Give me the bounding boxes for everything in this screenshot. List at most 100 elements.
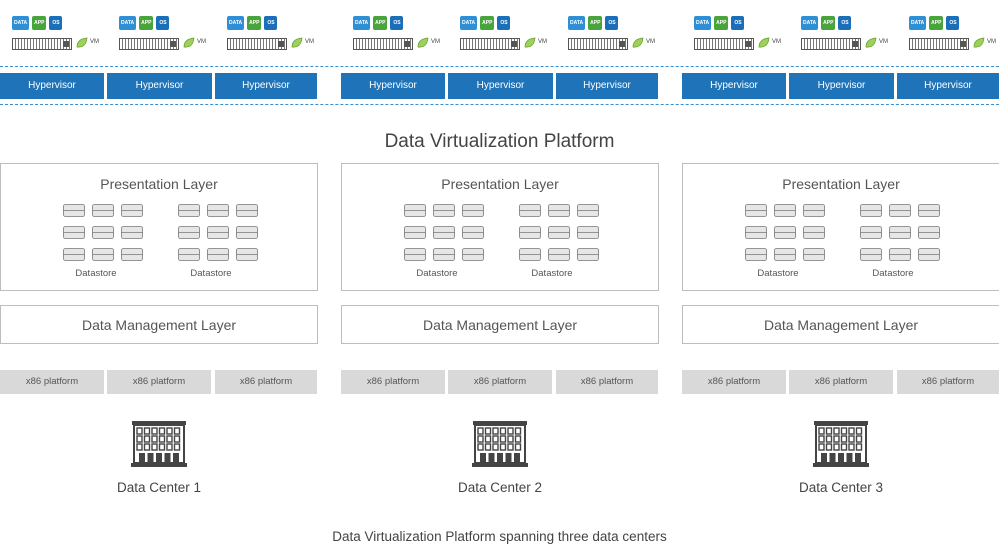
disk-icon [207, 226, 229, 239]
disk-icon [860, 204, 882, 217]
os-badge: OS [156, 16, 170, 30]
x86-platform-box: x86 platform [0, 370, 104, 394]
disk-icon [178, 204, 200, 217]
hypervisor-box: Hypervisor [897, 73, 999, 99]
data-management-layer-box: Data Management Layer [0, 305, 318, 344]
disk-icon [918, 248, 940, 261]
disk-icon [803, 204, 825, 217]
disk-icon [92, 204, 114, 217]
disk-icon [918, 204, 940, 217]
datastore-label: Datastore [872, 268, 914, 279]
disk-icon [889, 226, 911, 239]
data-management-label: Data Management Layer [81, 317, 237, 333]
datastore-label: Datastore [190, 268, 232, 279]
hypervisor-box: Hypervisor [448, 73, 553, 99]
disk-icon [745, 204, 767, 217]
hypervisor-box: Hypervisor [215, 73, 317, 99]
app-badge: APP [373, 16, 388, 30]
disk-icon [404, 204, 426, 217]
disk-icon [236, 226, 258, 239]
vm-leaf-icon [417, 37, 429, 48]
disk-icon [548, 226, 570, 239]
disk-icon [433, 204, 455, 217]
disk-icon [236, 248, 258, 261]
disk-icon [178, 248, 200, 261]
vm-label: VM [305, 39, 314, 45]
app-badge: APP [247, 16, 262, 30]
disk-icon [519, 248, 541, 261]
data-center-building-icon [131, 421, 187, 467]
data-badge: DATA [353, 16, 371, 30]
data-badge: DATA [801, 16, 819, 30]
data-badge: DATA [909, 16, 927, 30]
os-badge: OS [605, 16, 619, 30]
presentation-layer-label: Presentation Layer [441, 176, 559, 192]
data-management-layer-box: Data Management Layer [682, 305, 999, 344]
x86-platform-box: x86 platform [789, 370, 893, 394]
disk-icon [462, 226, 484, 239]
data-badge: DATA [460, 16, 478, 30]
disk-icon [433, 226, 455, 239]
platform-title: Data Virtualization Platform [384, 131, 615, 152]
hypervisor-box: Hypervisor [341, 73, 445, 99]
server-icon [460, 38, 520, 50]
server-icon [12, 38, 72, 50]
dashed-line-bottom [0, 104, 999, 105]
disk-icon [803, 248, 825, 261]
x86-platform-box: x86 platform [897, 370, 999, 394]
disk-icon [548, 204, 570, 217]
data-badge: DATA [568, 16, 586, 30]
disk-icon [918, 226, 940, 239]
x86-platform-box: x86 platform [341, 370, 445, 394]
x86-platform-box: x86 platform [107, 370, 211, 394]
os-badge: OS [731, 16, 745, 30]
disk-icon [462, 248, 484, 261]
server-icon [227, 38, 287, 50]
data-badge: DATA [694, 16, 712, 30]
os-badge: OS [946, 16, 960, 30]
server-icon [119, 38, 179, 50]
vm-leaf-icon [291, 37, 303, 48]
disk-icon [207, 248, 229, 261]
os-badge: OS [390, 16, 404, 30]
disk-icon [92, 226, 114, 239]
datastore-label: Datastore [75, 268, 117, 279]
disk-icon [236, 204, 258, 217]
vm-label: VM [879, 39, 888, 45]
app-badge: APP [929, 16, 944, 30]
disk-icon [178, 226, 200, 239]
x86-platform-box: x86 platform [556, 370, 658, 394]
app-badge: APP [139, 16, 154, 30]
app-badge: APP [714, 16, 729, 30]
vm-label: VM [646, 39, 655, 45]
data-badge: DATA [119, 16, 137, 30]
hypervisor-box: Hypervisor [682, 73, 786, 99]
caption: Data Virtualization Platform spanning th… [332, 529, 667, 544]
x86-platform-box: x86 platform [448, 370, 552, 394]
disk-icon [889, 248, 911, 261]
os-badge: OS [838, 16, 852, 30]
disk-icon [577, 204, 599, 217]
datastore-label: Datastore [757, 268, 799, 279]
hypervisor-box: Hypervisor [556, 73, 658, 99]
server-icon [353, 38, 413, 50]
disk-icon [462, 204, 484, 217]
app-badge: APP [588, 16, 603, 30]
vm-label: VM [538, 39, 547, 45]
os-badge: OS [264, 16, 278, 30]
vm-leaf-icon [183, 37, 195, 48]
disk-icon [121, 204, 143, 217]
disk-icon [745, 226, 767, 239]
vm-label: VM [90, 39, 99, 45]
data-center-label: Data Center 2 [457, 480, 543, 495]
disk-icon [404, 248, 426, 261]
